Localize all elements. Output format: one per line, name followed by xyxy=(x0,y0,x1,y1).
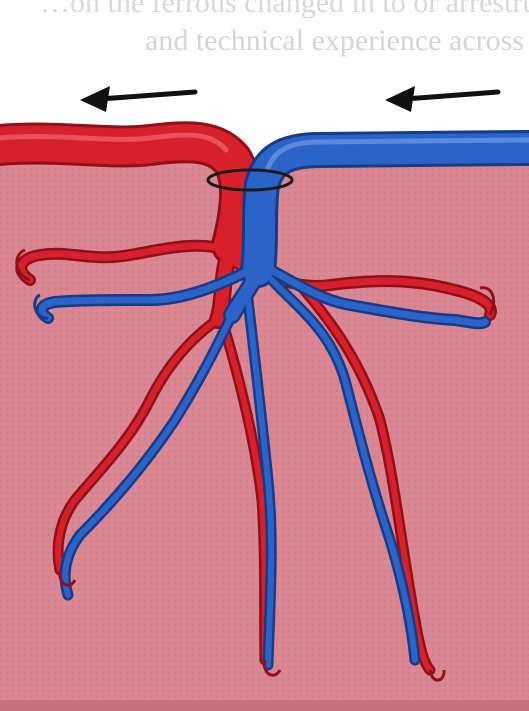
arrow-left-icon xyxy=(385,86,498,112)
tissue-bottom-edge xyxy=(0,700,529,711)
arrow-left-icon xyxy=(80,86,195,112)
